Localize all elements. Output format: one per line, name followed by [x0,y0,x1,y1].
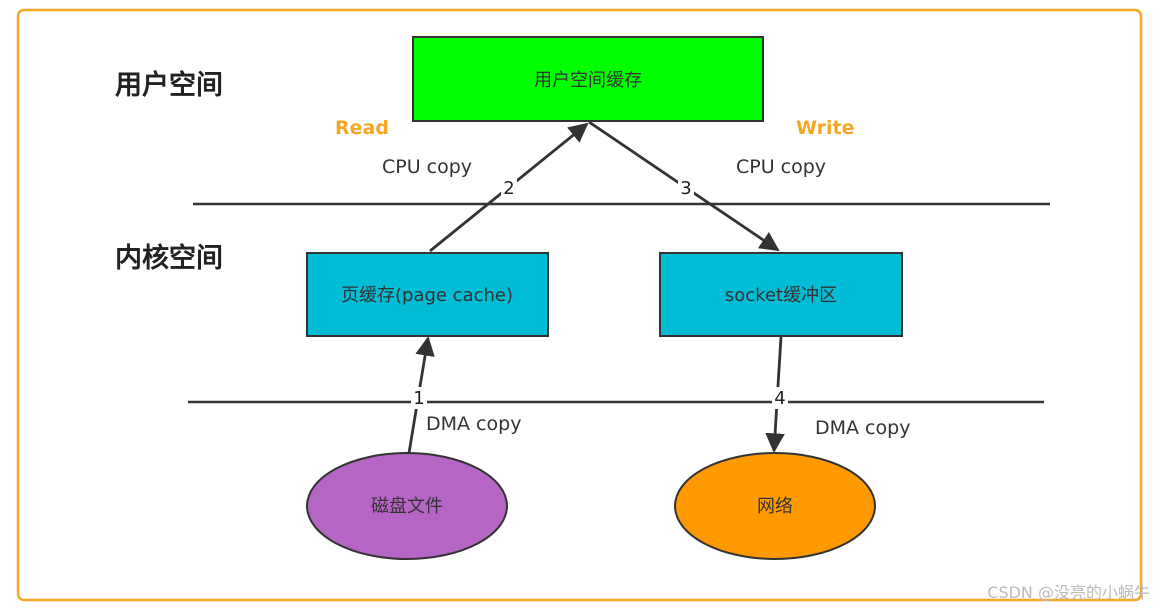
left-cpu-copy-label: CPU copy [382,156,472,178]
step-4-number: 4 [774,388,785,409]
page-cache-box [306,252,549,337]
read-label: Read [335,117,389,139]
user-buffer-box [412,36,764,122]
step-4-backdrop [772,387,788,409]
left-dma-copy-label: DMA copy [426,413,521,435]
network-label: 网络 [757,496,793,517]
user-buffer-label: 用户空间缓存 [534,70,642,91]
right-dma-copy-label: DMA copy [815,417,910,439]
step-2-backdrop [501,177,517,199]
right-cpu-copy-label: CPU copy [736,156,826,178]
page-cache-label: 页缓存(page cache) [341,285,513,306]
diagram-frame [16,8,1143,602]
write-label: Write [796,117,854,139]
disk-file-label: 磁盘文件 [371,496,443,517]
disk-file-node [306,452,508,560]
step-1-backdrop [411,387,427,409]
kernel-space-label: 内核空间 [115,242,223,274]
step-2-number: 2 [503,178,514,199]
step-3-backdrop [678,177,694,199]
socket-buffer-label: socket缓冲区 [725,285,837,306]
watermark-text: CSDN @没亮的小蜗牛 [987,583,1150,602]
step-3-number: 3 [680,178,691,199]
user-space-label: 用户空间 [115,69,223,101]
socket-buffer-box [659,252,903,337]
step-1-number: 1 [413,388,424,409]
network-node [674,452,876,560]
